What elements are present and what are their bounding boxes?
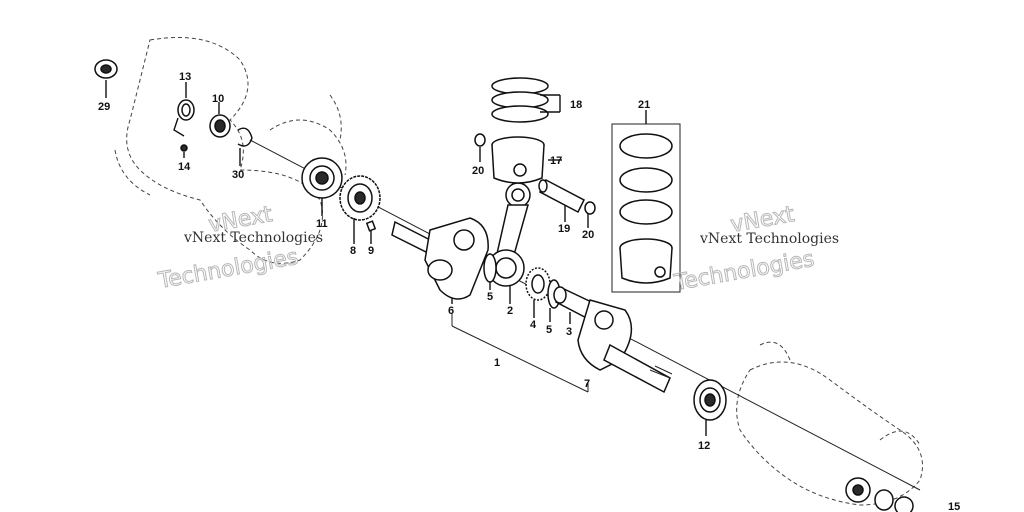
callout-2: 2 [507, 305, 513, 317]
callout-14: 14 [178, 161, 191, 173]
callout-4: 4 [530, 319, 537, 331]
callout-11: 11 [316, 218, 328, 230]
piston-17 [491, 136, 545, 184]
piston-pin-19 [538, 178, 585, 214]
callout-8: 8 [350, 245, 356, 257]
callout-21: 21 [638, 99, 650, 111]
watermark-right: vNext Technologies vNext Technologies [671, 202, 839, 297]
circlip-30 [237, 127, 253, 147]
needle-bearing-4 [525, 267, 551, 301]
bearing-15-group [845, 477, 914, 512]
callout-5b: 5 [546, 324, 552, 336]
piston-kit-21 [611, 123, 681, 293]
crankcase-left-outline [114, 37, 347, 264]
watermark-left-small: vNext Technologies [183, 230, 323, 246]
callout-13: 13 [179, 71, 191, 83]
callout-10: 10 [212, 93, 224, 105]
watermark-right-small: vNext Technologies [699, 231, 839, 247]
callout-5a: 5 [487, 291, 493, 303]
bearing-10 [209, 114, 231, 138]
crankshaft-right-half [577, 299, 673, 394]
pin-clip-20b [584, 201, 596, 215]
callout-labels: 1 2 3 4 5 5 6 7 8 9 10 11 12 13 14 15 17… [98, 71, 960, 512]
callout-3: 3 [566, 326, 572, 338]
bearing-11 [301, 157, 343, 199]
callout-29: 29 [98, 101, 110, 113]
callout-17: 17 [550, 155, 562, 167]
callout-19: 19 [558, 223, 570, 235]
gear-8 [339, 175, 381, 221]
leader-lines [105, 80, 707, 436]
watermark-left: vNext Technologies vNext Technologies [155, 202, 323, 295]
piston-rings-18 [491, 77, 549, 123]
callout-20b: 20 [582, 229, 594, 241]
callout-7: 7 [584, 378, 590, 390]
callout-1: 1 [494, 357, 500, 369]
callout-12: 12 [698, 440, 710, 452]
key-9 [365, 220, 377, 232]
pin-14 [180, 144, 188, 152]
callout-9: 9 [368, 245, 374, 257]
watermark-right-big-2: Technologies [672, 247, 817, 296]
crankcase-right-outline [736, 341, 923, 506]
callout-20a: 20 [472, 165, 484, 177]
pin-clip-20a [474, 133, 486, 147]
circlip-13 [177, 99, 195, 121]
connecting-rod-2 [487, 182, 531, 287]
oil-seal-29 [94, 59, 118, 79]
crankshaft-left-half [391, 217, 489, 300]
callout-15: 15 [948, 501, 960, 512]
callout-18: 18 [570, 99, 582, 111]
watermark-left-big-2: Technologies [156, 245, 301, 294]
callout-6: 6 [448, 305, 454, 317]
bearing-12 [693, 379, 727, 421]
thrust-washer-5a [483, 253, 497, 283]
callout-30: 30 [232, 169, 244, 181]
